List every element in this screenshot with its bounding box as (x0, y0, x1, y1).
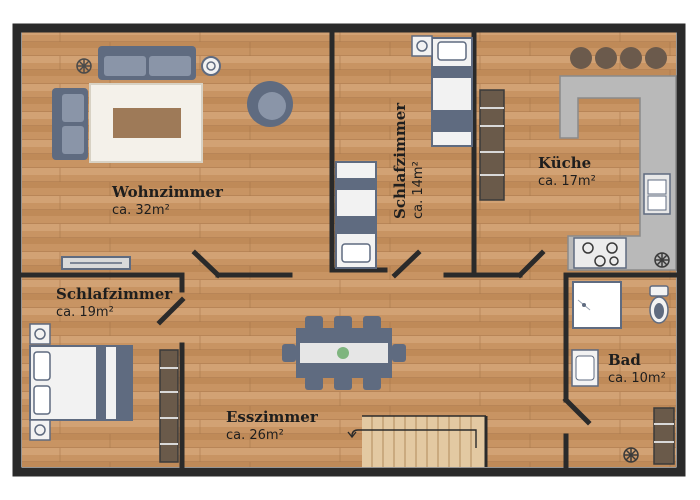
stair-arrow-icon (347, 429, 477, 448)
plant-icon (76, 58, 92, 74)
sink-icon (643, 173, 671, 215)
room-name: Bad (608, 351, 641, 369)
shower-icon (572, 281, 622, 329)
washbasin-icon (571, 349, 599, 387)
kitchen-counter (559, 75, 677, 271)
room-label-kueche: Küche ca. 17m² (538, 154, 596, 189)
room-name: Wohnzimmer (112, 183, 223, 201)
bed-double (29, 345, 133, 421)
wardrobe-left (159, 349, 179, 463)
rug (89, 83, 203, 163)
room-label-schlafzimmer-top: Schlafzimmer ca. 14m² (391, 102, 426, 219)
room-name: Esszimmer (226, 408, 318, 426)
room-area: ca. 14m² (411, 161, 426, 219)
nightstand-icon (411, 35, 433, 57)
dining-table (296, 328, 392, 378)
room-label-esszimmer: Esszimmer ca. 26m² (226, 408, 318, 443)
armchair (247, 81, 293, 127)
interior-walls (19, 29, 679, 470)
bath-plant-icon (623, 447, 639, 463)
outer-wall (12, 23, 686, 477)
room-area: ca. 19m² (56, 305, 114, 320)
room-label-bad: Bad ca. 10m² (608, 351, 666, 386)
bed-small-bottom (335, 161, 377, 269)
dining-chairs (282, 316, 406, 390)
sofa-top (98, 46, 196, 80)
room-area: ca. 26m² (226, 428, 284, 443)
kitchen-plant-icon (654, 252, 670, 268)
toilet-icon (649, 285, 669, 324)
room-area: ca. 10m² (608, 371, 666, 386)
room-name: Schlafzimmer (56, 285, 173, 303)
bath-shelf (653, 407, 675, 465)
room-label-schlafzimmer-left: Schlafzimmer ca. 19m² (56, 285, 173, 320)
room-label-wohnzimmer: Wohnzimmer ca. 32m² (112, 183, 223, 218)
nightstand-left-icon (29, 323, 51, 441)
room-area: ca. 32m² (112, 203, 170, 218)
bar-stools (570, 47, 667, 69)
sofa-left (52, 88, 88, 160)
room-name: Küche (538, 154, 592, 172)
tv-stand (61, 256, 131, 270)
staircase (362, 415, 488, 467)
room-name: Schlafzimmer (391, 102, 409, 219)
bed-small-top (431, 37, 473, 147)
lamp-icon (201, 56, 221, 76)
stove-icon (573, 237, 627, 269)
room-area: ca. 17m² (538, 174, 596, 189)
wardrobe-top (479, 89, 505, 201)
